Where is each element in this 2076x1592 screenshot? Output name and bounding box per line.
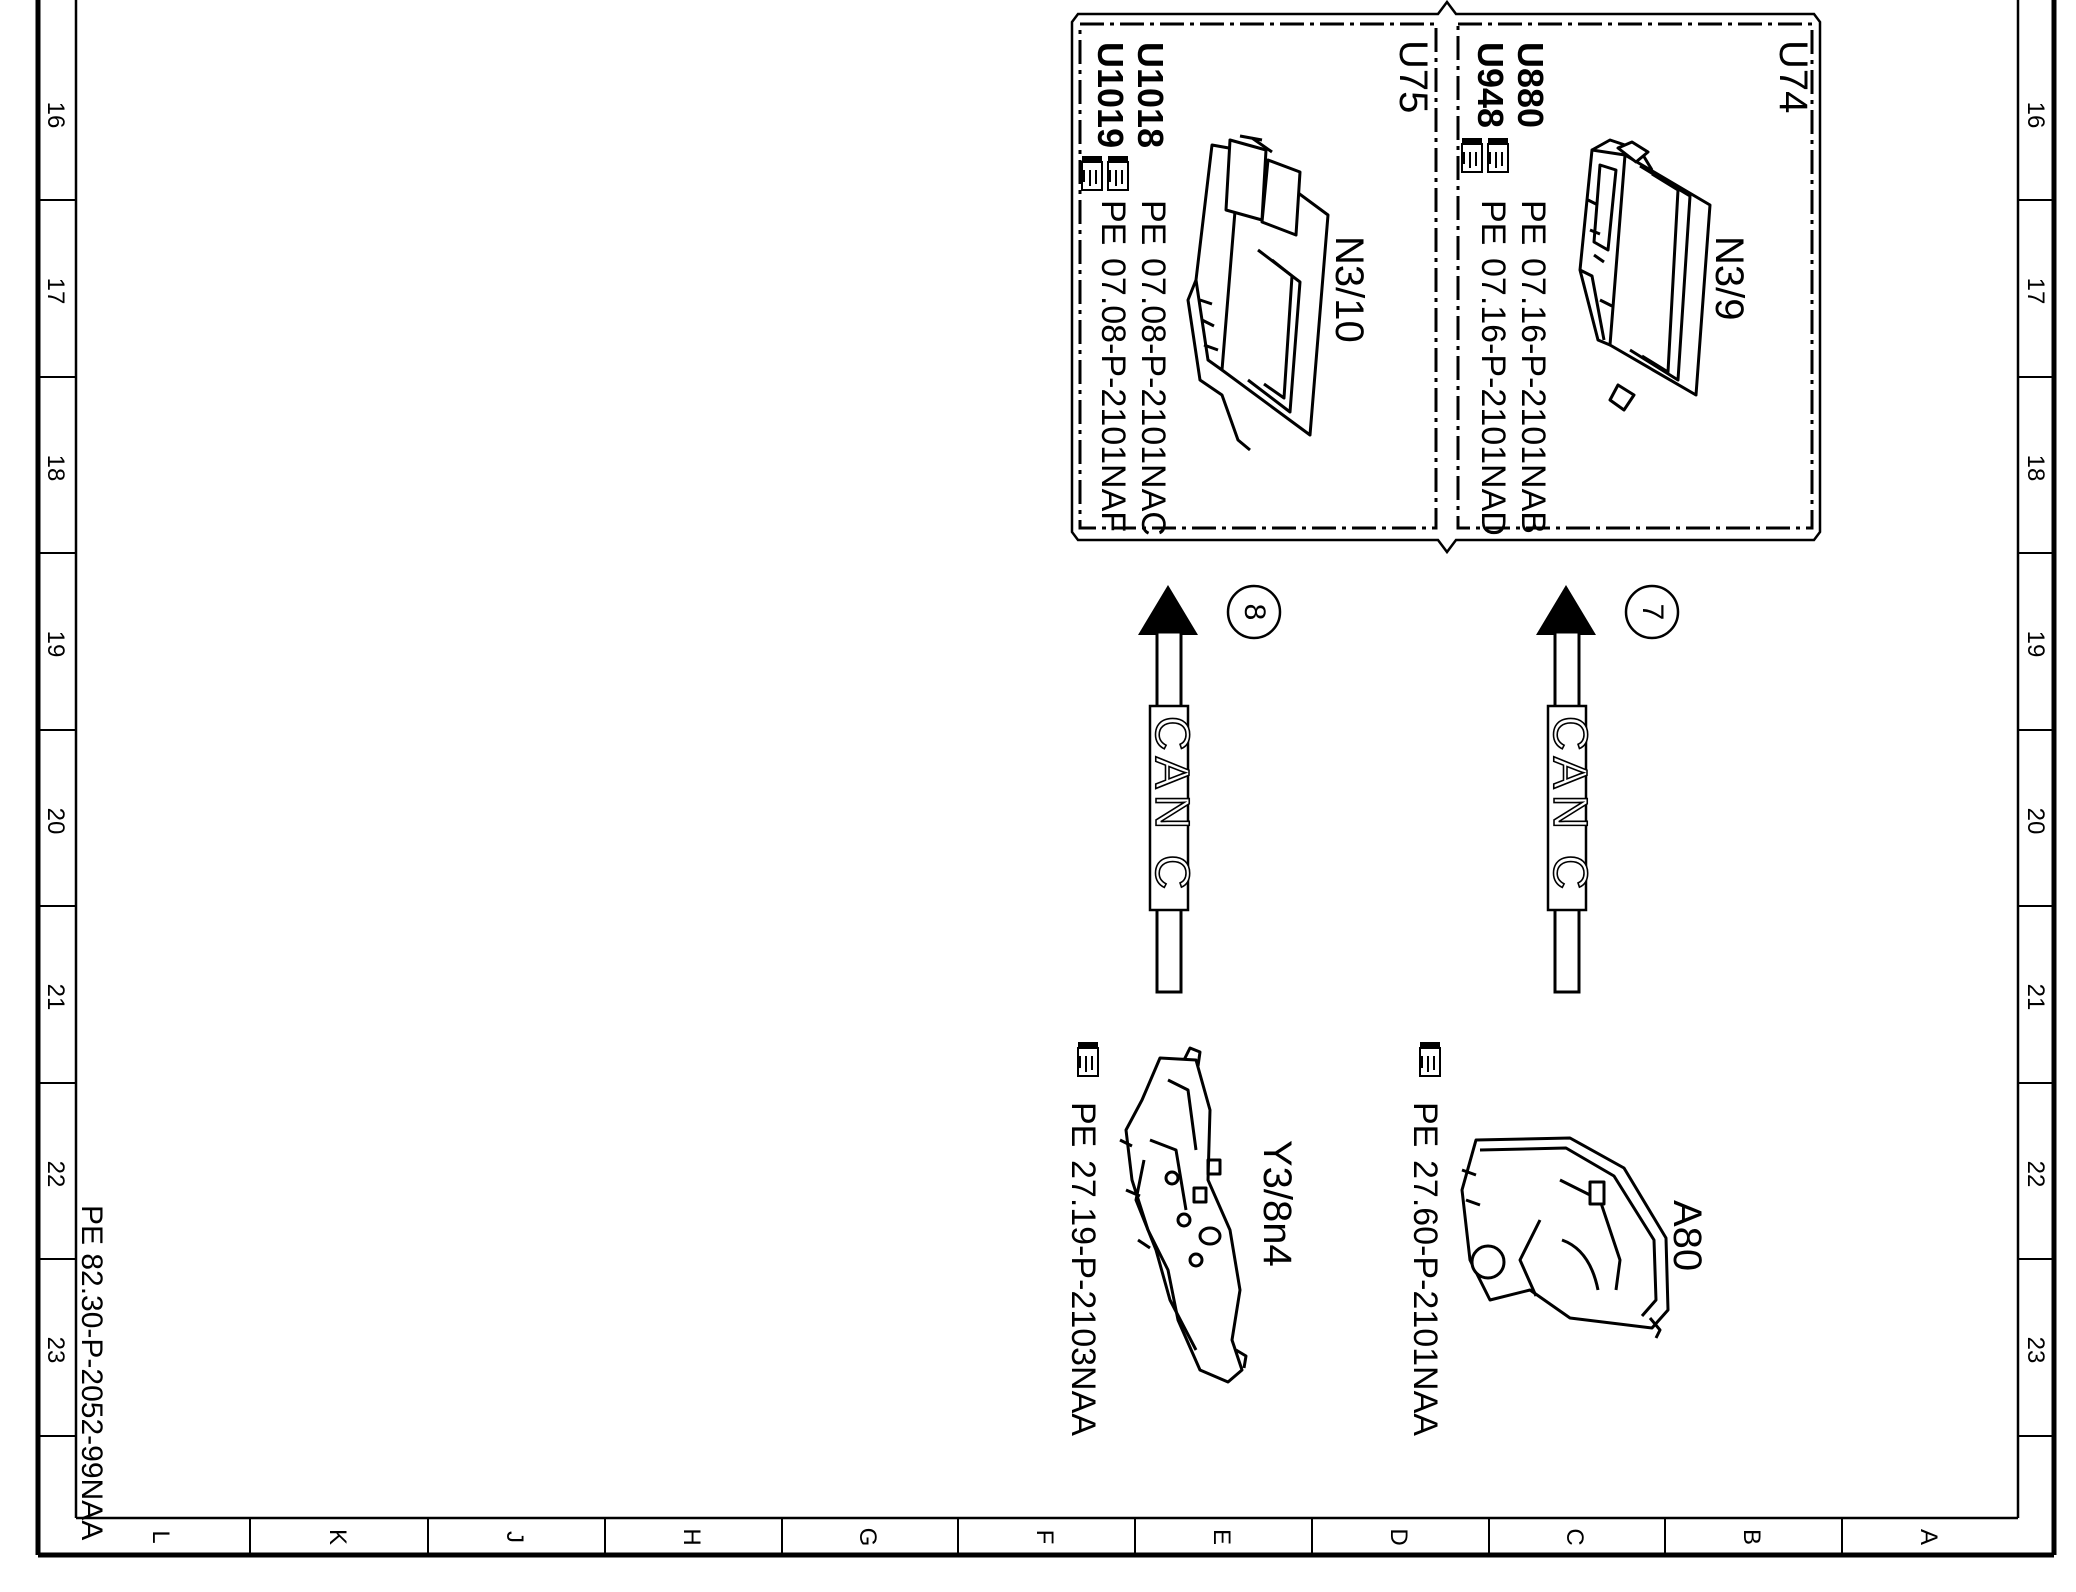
row-label: 19 <box>2022 631 2049 658</box>
arrow-head <box>1536 585 1596 635</box>
group-bracket <box>1070 0 1822 555</box>
column-label: L <box>147 1530 174 1543</box>
module-u74: U74 N3/9 U880 U948 PE 07.16-P-210 <box>1461 40 1815 536</box>
component-label: N3/10 <box>1327 236 1371 343</box>
reference-code: 27.60-P-2101NAA <box>1406 1160 1444 1436</box>
gear-selector-icon <box>1460 1136 1670 1339</box>
row-label: 20 <box>2022 808 2049 835</box>
module-box-u74 <box>1456 22 1814 530</box>
hand-pointer-icon <box>1107 156 1129 191</box>
connection-number: 7 <box>1636 604 1669 621</box>
document-number: PE 82.30-P-2052-99NAA <box>75 1205 108 1540</box>
row-label: 17 <box>42 278 69 305</box>
column-label: G <box>854 1528 881 1547</box>
control-unit-icon <box>1186 134 1330 452</box>
column-label: A <box>1915 1529 1942 1545</box>
module-group-label: U74 <box>1771 40 1815 113</box>
module-group-label: U75 <box>1391 40 1435 113</box>
connection-number: 8 <box>1238 604 1271 621</box>
row-label: 18 <box>42 455 69 482</box>
drawing-frame <box>35 0 2057 1558</box>
reference-prefix: PE <box>1406 1102 1444 1147</box>
reference-code: 27.19-P-2103NAA <box>1064 1160 1102 1436</box>
control-unit-icon <box>1578 138 1712 412</box>
component-label: N3/9 <box>1707 236 1751 321</box>
column-label: C <box>1561 1528 1588 1545</box>
row-label: 20 <box>42 808 69 835</box>
connection-number-circle <box>1624 584 1680 640</box>
hand-pointer-icon <box>1487 138 1509 173</box>
connection-8: CAN C 8 <box>1138 584 1282 994</box>
variant-code: U948 <box>1470 42 1511 128</box>
arrow-head <box>1138 585 1198 635</box>
row-label: 16 <box>2022 102 2049 129</box>
column-label: H <box>678 1528 705 1545</box>
connection-number-circle <box>1226 584 1282 640</box>
reference-code: 07.16-P-2101NAB <box>1514 258 1552 534</box>
variant-code: U1019 <box>1090 42 1131 148</box>
row-label: 17 <box>2022 278 2049 305</box>
reference-prefix: PE <box>1064 1102 1102 1147</box>
reference-code: 07.08-P-2101NAC <box>1134 258 1172 536</box>
row-label: 18 <box>2022 455 2049 482</box>
reference-prefix: PE <box>1134 200 1172 245</box>
component-label: Y3/8n4 <box>1255 1140 1299 1267</box>
variant-code: U1018 <box>1130 42 1171 148</box>
hand-pointer-icon <box>1461 138 1483 173</box>
column-label: B <box>1738 1529 1765 1545</box>
control-module-group <box>1070 0 1822 555</box>
connection-7: CAN C 7 <box>1536 584 1680 994</box>
row-label: 21 <box>42 984 69 1011</box>
bus-label-box <box>1546 704 1588 912</box>
row-labels-right: 16 17 18 19 20 21 22 23 <box>2022 102 2049 1364</box>
column-label: J <box>501 1531 528 1543</box>
row-label: 23 <box>2022 1337 2049 1364</box>
module-u75: U75 N3/10 U1018 U1019 PE 07.08-P-2101NAC <box>1081 40 1435 536</box>
component-y3-8n4: Y3/8n4 PE 27.19-P-2103NAA <box>1064 1042 1299 1436</box>
bus-label: CAN C <box>1543 716 1596 895</box>
component-a80: A80 PE 27.60-P-2101NAA <box>1406 1042 1709 1436</box>
module-box-u75 <box>1078 22 1438 530</box>
reference-prefix: PE <box>1474 200 1512 245</box>
reference-code: 07.16-P-2101NAD <box>1474 258 1512 536</box>
variant-code: U880 <box>1510 42 1551 128</box>
row-label: 16 <box>42 102 69 129</box>
column-label: F <box>1031 1530 1058 1545</box>
hand-pointer-icon <box>1081 156 1103 191</box>
column-label: K <box>324 1529 351 1545</box>
column-label: E <box>1208 1529 1235 1545</box>
row-label: 22 <box>2022 1161 2049 1188</box>
bus-label: CAN C <box>1145 716 1198 895</box>
column-label: D <box>1385 1528 1412 1545</box>
hand-pointer-icon <box>1077 1042 1099 1077</box>
component-label: A80 <box>1665 1200 1709 1271</box>
reference-prefix: PE <box>1514 200 1552 245</box>
row-label: 21 <box>2022 984 2049 1011</box>
row-label: 19 <box>42 631 69 658</box>
bus-label-box <box>1148 704 1190 912</box>
row-labels-left: 16 17 18 19 20 21 22 23 <box>42 102 69 1364</box>
row-label: 22 <box>42 1161 69 1188</box>
reference-prefix: PE <box>1094 200 1132 245</box>
column-labels: L K J H G F E D C B A <box>147 1528 1942 1547</box>
row-label: 23 <box>42 1337 69 1364</box>
valve-body-icon <box>1119 1046 1248 1384</box>
hand-pointer-icon <box>1419 1042 1441 1077</box>
reference-code: 07.08-P-2101NAF <box>1094 258 1132 532</box>
